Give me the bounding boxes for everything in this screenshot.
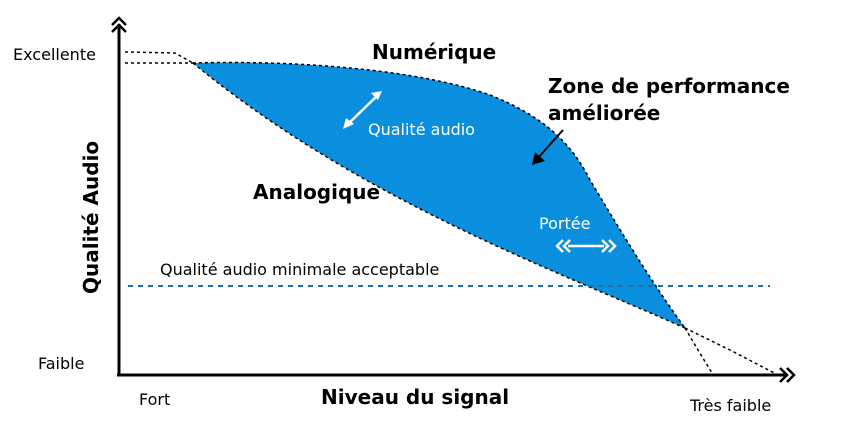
quality-double-arrow-icon (343, 91, 382, 129)
digital-curve-extension-left (124, 51, 194, 64)
y-axis-title: Qualité Audio (79, 140, 103, 294)
enhanced-zone-area (193, 62, 685, 329)
zone-label: Zone de performance améliorée (548, 73, 790, 127)
y-axis-top-label: Excellente (13, 45, 96, 64)
analog-curve-label: Analogique (253, 180, 381, 204)
x-axis-left-label: Fort (139, 390, 171, 409)
range-double-arrow-icon (555, 239, 617, 253)
zone-label-line2: améliorée (548, 101, 661, 125)
zone-pointer-arrow-icon (532, 129, 564, 165)
x-axis-arrow-icon (779, 367, 796, 383)
threshold-label: Qualité audio minimale acceptable (160, 260, 440, 279)
y-axis-bottom-label: Faible (38, 354, 85, 373)
x-axis-right-label: Très faible (690, 396, 772, 415)
y-axis-arrow-icon (111, 16, 127, 33)
digital-curve-label: Numérique (372, 40, 497, 64)
analog-curve-extension-right (684, 327, 781, 377)
range-label: Portée (539, 214, 591, 233)
digital-curve (192, 61, 686, 329)
digital-curve-extension-right (684, 327, 713, 374)
x-axis-title: Niveau du signal (321, 385, 510, 409)
zone-label-line1: Zone de performance (548, 74, 790, 98)
quality-audio-label: Qualité audio (368, 120, 475, 139)
